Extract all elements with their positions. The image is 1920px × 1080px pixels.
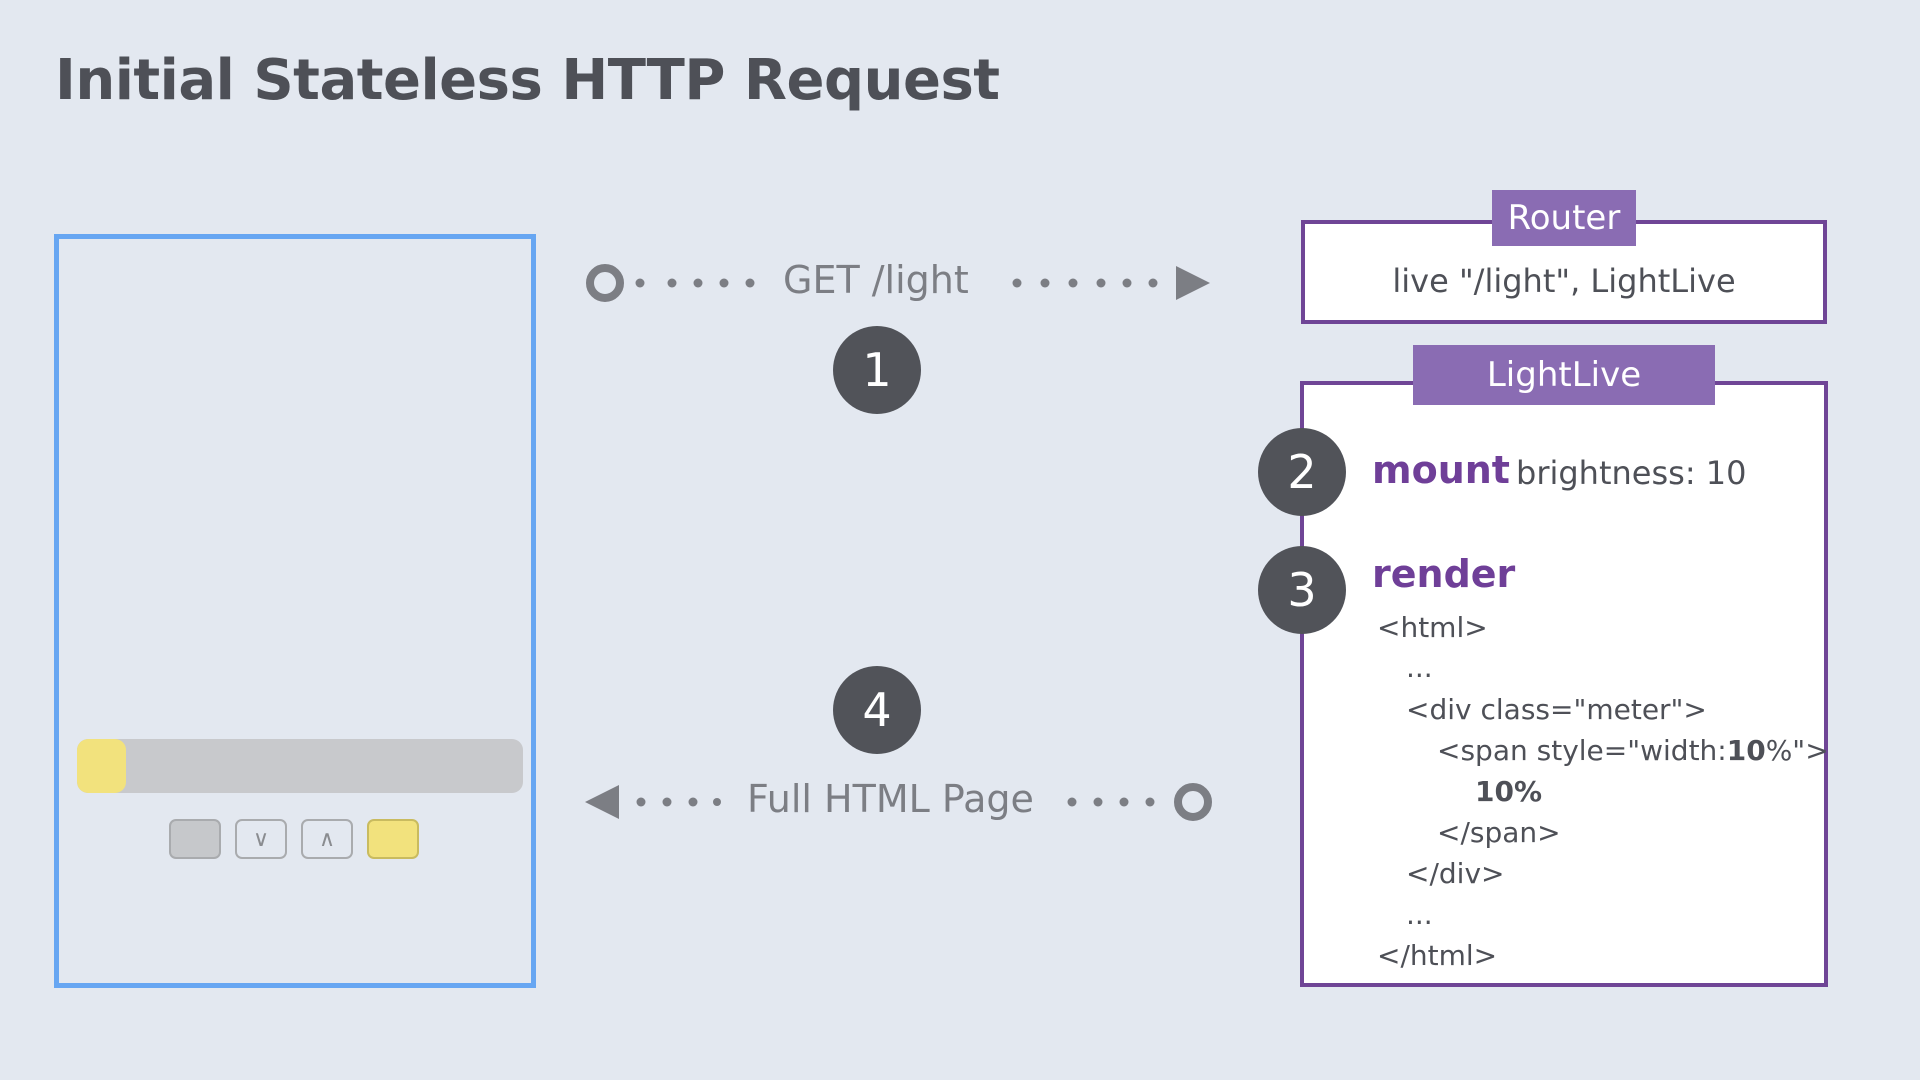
render-keyword: render — [1372, 552, 1516, 596]
request-label: GET /light — [783, 258, 969, 302]
mount-assign: brightness: 10 — [1516, 454, 1747, 492]
code-line-value: 10% — [1475, 775, 1542, 808]
lightlive-box — [1300, 381, 1828, 987]
code-line-ellipsis-2: ... — [1406, 898, 1433, 931]
step-3-badge: 3 — [1258, 546, 1346, 634]
light-off-button[interactable] — [169, 819, 221, 859]
step-1-badge: 1 — [833, 326, 921, 414]
step-2-badge: 2 — [1258, 428, 1346, 516]
mount-keyword: mount — [1372, 448, 1510, 492]
step-4-badge: 4 — [833, 666, 921, 754]
router-route: live "/light", LightLive — [1392, 262, 1736, 300]
page-title: Initial Stateless HTTP Request — [55, 48, 1000, 113]
brightness-meter-fill — [77, 739, 127, 793]
code-line-html-open: <html> — [1377, 611, 1488, 644]
code-line-div-open: <div class="meter"> — [1406, 693, 1707, 726]
code-value-text: 10% — [1475, 775, 1543, 808]
response-arrowhead — [585, 785, 619, 819]
response-dots-right — [1067, 797, 1155, 807]
request-origin-circle — [586, 264, 624, 302]
request-dots-right — [1012, 278, 1158, 288]
lightlive-tab: LightLive — [1413, 345, 1715, 405]
browser-frame: ∨ ∧ — [54, 234, 536, 988]
brightness-meter — [77, 739, 523, 793]
light-on-button[interactable] — [367, 819, 419, 859]
brightness-up-button[interactable]: ∧ — [301, 819, 353, 859]
code-span-pre: <span style="width: — [1437, 734, 1727, 767]
code-line-span-open: <span style="width:10%"> — [1437, 734, 1829, 767]
code-line-span-close: </span> — [1437, 816, 1561, 849]
response-dots-left — [636, 797, 721, 807]
router-tab: Router — [1492, 190, 1636, 246]
brightness-down-button[interactable]: ∨ — [235, 819, 287, 859]
code-span-post: %"> — [1765, 734, 1829, 767]
code-line-html-close: </html> — [1377, 939, 1498, 972]
response-label: Full HTML Page — [747, 777, 1034, 821]
code-span-width: 10 — [1726, 734, 1766, 767]
request-dots-left — [635, 278, 755, 288]
response-origin-circle — [1174, 783, 1212, 821]
request-arrowhead — [1176, 266, 1210, 300]
code-line-ellipsis-1: ... — [1406, 651, 1433, 684]
code-line-div-close: </div> — [1406, 857, 1505, 890]
